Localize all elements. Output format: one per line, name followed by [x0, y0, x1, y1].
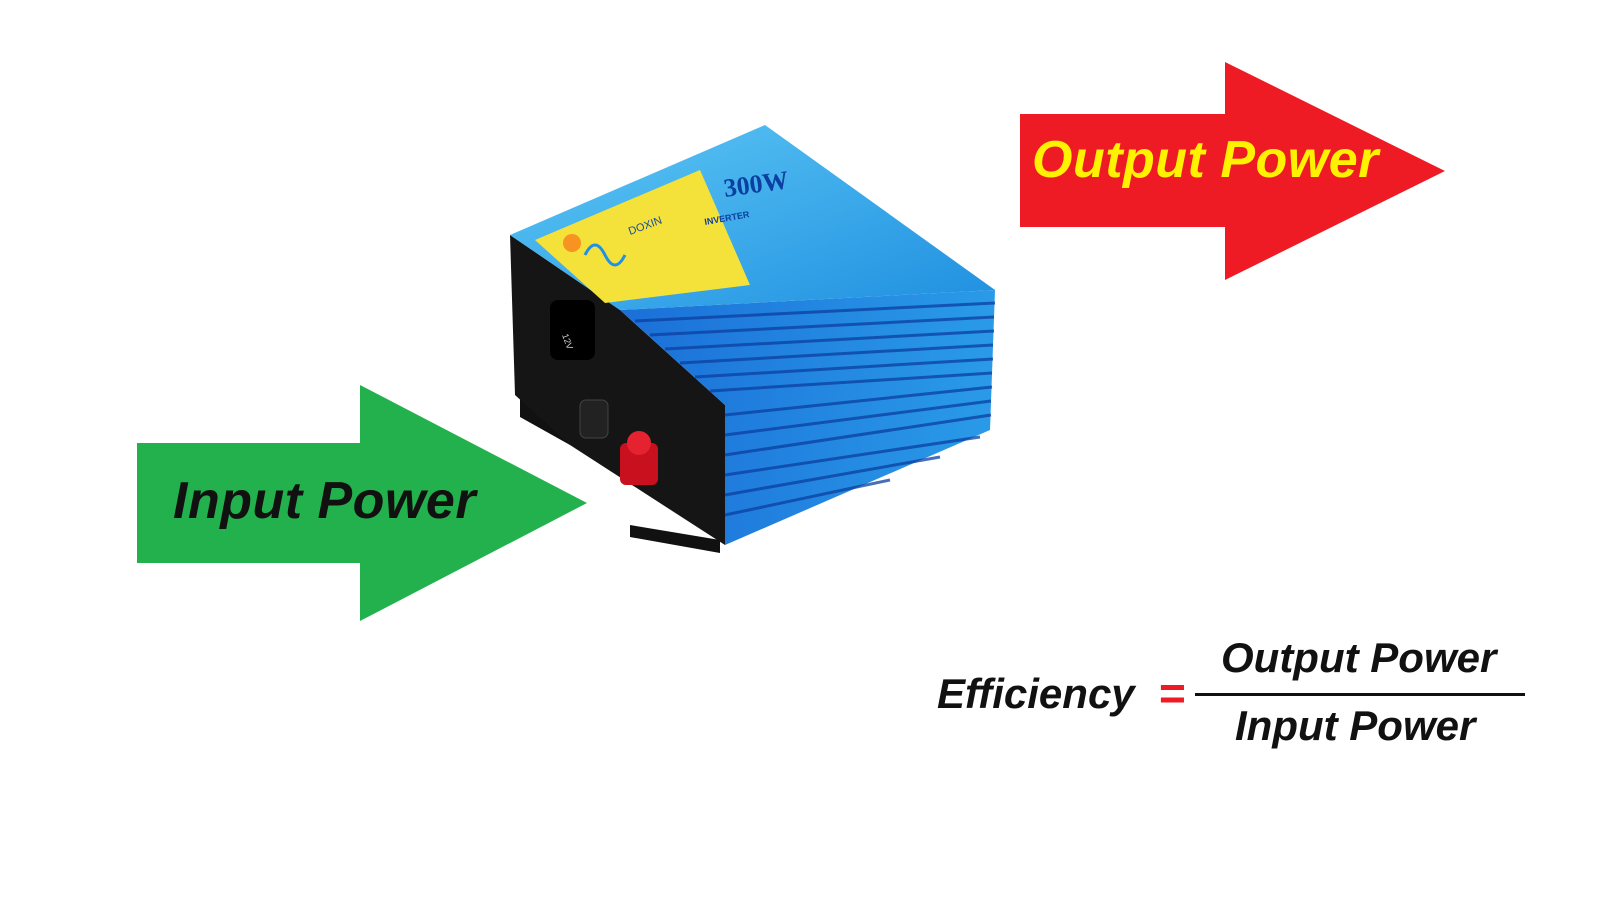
formula-lhs: Efficiency	[937, 670, 1135, 717]
output-power-arrow: Output Power	[1020, 62, 1445, 280]
black-terminal	[579, 399, 609, 439]
power-inverter-image: 300W DOXIN INVERTER 12V	[510, 125, 1020, 565]
fraction-bar	[1195, 693, 1525, 696]
efficiency-formula: Efficiency = Output Power Input Power	[937, 634, 1537, 750]
formula-numerator: Output Power	[1221, 634, 1497, 681]
mount-foot-right	[630, 525, 720, 553]
formula-equals: =	[1159, 667, 1186, 719]
formula-denominator: Input Power	[1235, 702, 1476, 749]
output-power-label: Output Power	[1032, 131, 1379, 189]
sine-wave-icon	[583, 243, 627, 267]
red-terminal	[620, 443, 658, 485]
green-arrow-shape	[137, 385, 587, 621]
fan-grille	[550, 300, 595, 360]
red-terminal-cap	[627, 431, 651, 455]
ribbed-side	[620, 290, 995, 545]
logo-circle-icon	[563, 234, 581, 252]
input-power-arrow: Input Power	[137, 385, 587, 621]
red-arrow-shape	[1020, 62, 1445, 280]
input-power-label: Input Power	[173, 472, 477, 530]
yellow-label	[535, 170, 750, 303]
heatsink-ribs	[634, 301, 996, 517]
